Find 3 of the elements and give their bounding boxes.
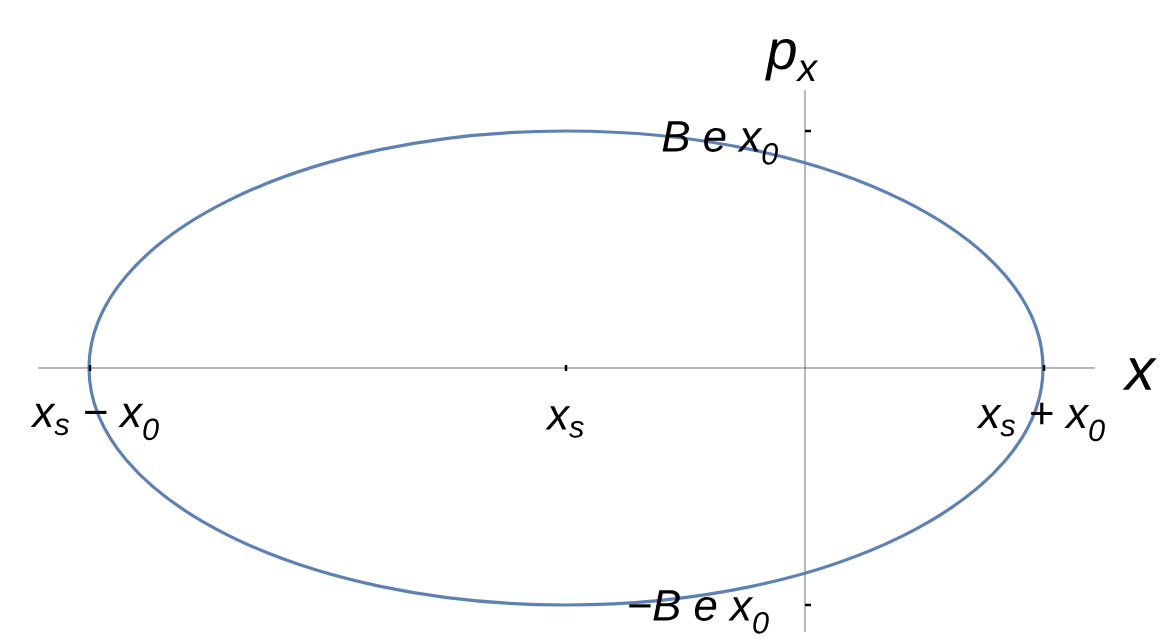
tick-label: x$_{s}$ — [545, 406, 584, 438]
axis-label: p$_{x}$ — [765, 38, 819, 82]
axis-label: x — [1122, 358, 1157, 390]
